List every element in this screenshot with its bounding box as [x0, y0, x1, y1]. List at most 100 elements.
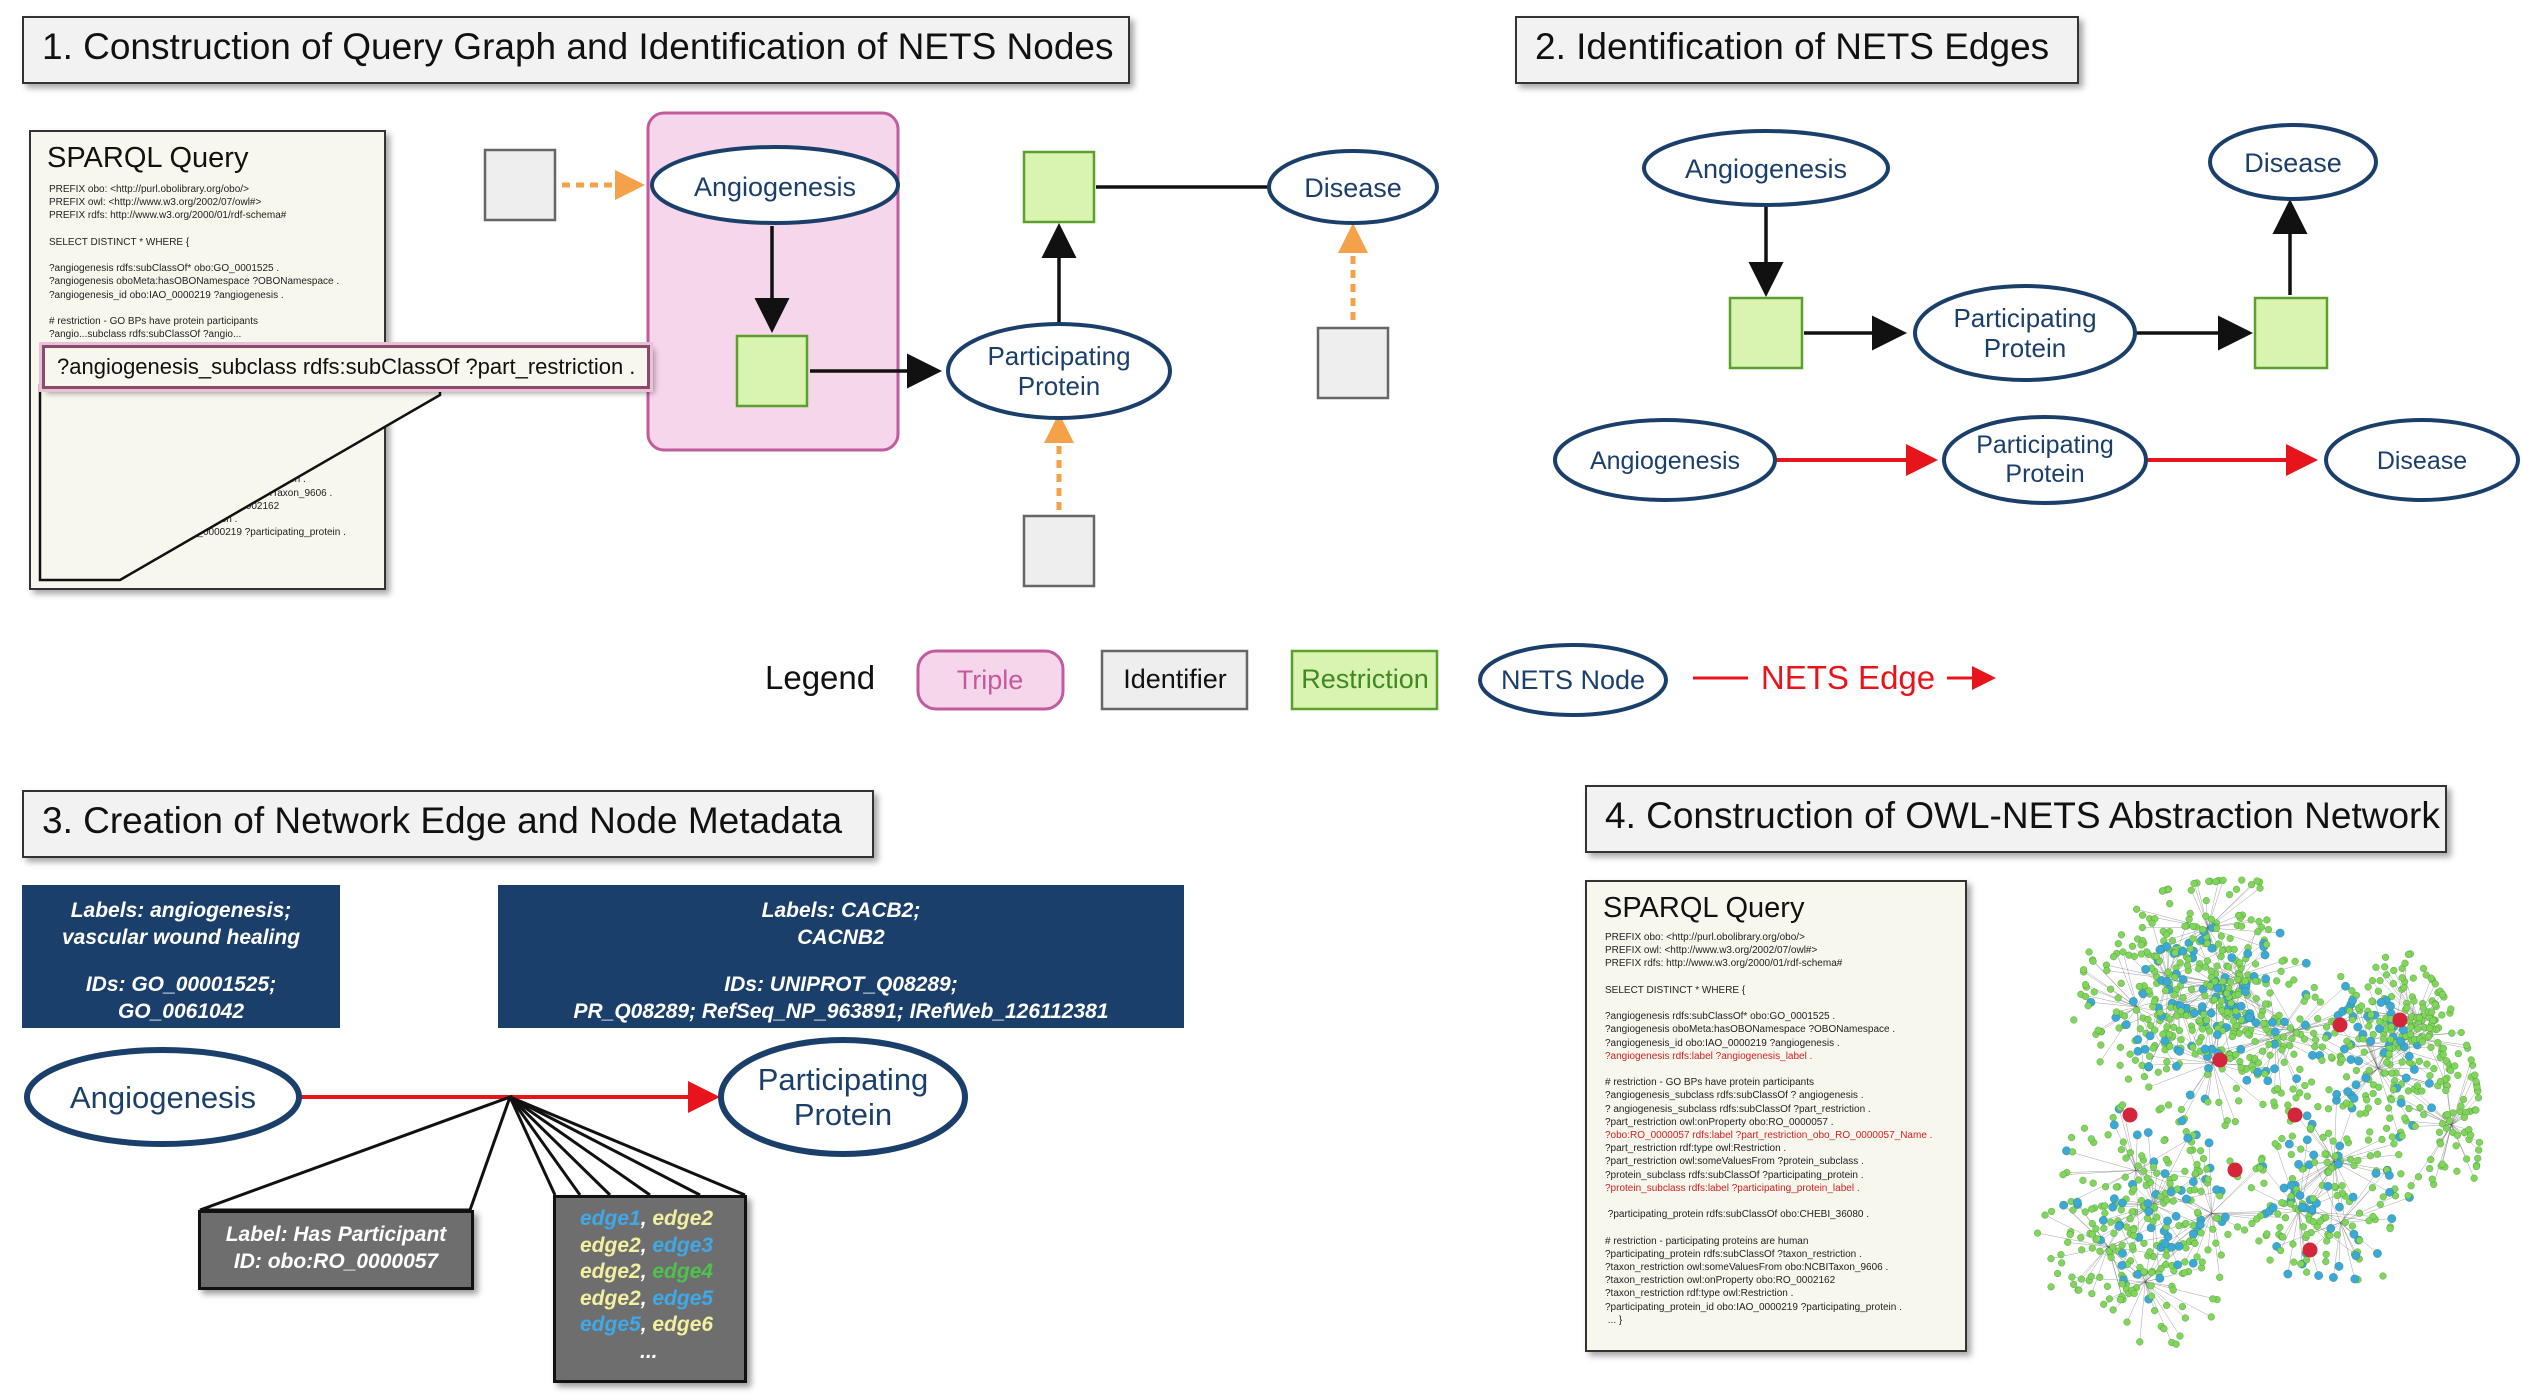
- sparql-line: ?angio...subclass rdfs:subClassOf ?angio…: [49, 329, 242, 341]
- p2-node-angiogenesis-bottom-label: Angiogenesis: [1590, 447, 1740, 475]
- sparql-line: SELECT DISTINCT * WHERE {: [49, 236, 190, 248]
- p2-node-disease-bottom: [2324, 418, 2520, 502]
- sparql-query-box-2: SPARQL Query PREFIX obo: <http://purl.ob…: [1585, 880, 1967, 1352]
- identifier-box-1: [483, 148, 557, 222]
- meta-right-labels-2: CACNB2: [797, 926, 885, 949]
- owl-nets-network: [2033, 876, 2483, 1348]
- sparql-line: ?participating_protein rdfs:subClassOf ?…: [1605, 1248, 1862, 1260]
- edge-pair-row: edge1, edge2: [580, 1207, 714, 1230]
- sparql-line: ?part_restriction owl:onProperty obo:RO_…: [1605, 1116, 1834, 1128]
- sparql-zoom-line: ?angiogenesis_subclass rdfs:subClassOf ?…: [42, 345, 651, 389]
- node-disease-p1: [1267, 149, 1439, 225]
- node-angiogenesis-p1: [650, 145, 900, 225]
- sparql-line: ?part_restriction owl:someValuesFrom ?pr…: [1605, 1156, 1864, 1168]
- legend-restriction-label: Restriction: [1301, 664, 1429, 694]
- identifier-box-2: [1316, 326, 1390, 400]
- meta-left-ids-2: GO_0061042: [117, 1000, 245, 1023]
- sparql-line: [1605, 1221, 1965, 1234]
- sparql-line: ?part_restriction rdf:type owl:Restricti…: [1605, 1143, 1787, 1155]
- node-disease-p1-label: Disease: [1304, 173, 1402, 203]
- legend-nets-node-label: NETS Node: [1501, 665, 1645, 695]
- edge-metadata-label: Label: Has Participant ID: obo:RO_000005…: [198, 1210, 474, 1290]
- sparql-line: PREFIX owl: <http://www.w3.org/2002/07/o…: [1605, 945, 1818, 957]
- sparql-line: ?angiogenesis_id obo:IAO_0000219 ?angiog…: [49, 289, 284, 301]
- edge-more: ...: [640, 1339, 658, 1363]
- p2-node-angiogenesis-top-label: Angiogenesis: [1685, 154, 1847, 184]
- legend-identifier-label: Identifier: [1123, 664, 1227, 694]
- legend-restriction-swatch: [1290, 649, 1439, 711]
- sparql-line: # restriction - participating proteins a…: [1605, 1235, 1809, 1247]
- sparql-line-added: ?protein_subclass rdfs:label ?participat…: [1605, 1182, 1860, 1194]
- p3-node-participating-protein: [718, 1037, 968, 1157]
- p2-restriction-box-2: [2253, 296, 2329, 370]
- sparql-line: [1605, 1195, 1965, 1208]
- p3-edge-fan: [508, 1095, 746, 1197]
- p2-node-participating-protein-top: [1913, 284, 2137, 382]
- legend-nets-edge-label: NETS Edge: [1761, 659, 1935, 696]
- p2-restriction-box-1: [1728, 296, 1804, 370]
- sparql-line: ?angiogenesis rdfs:subClassOf* obo:GO_00…: [49, 263, 280, 275]
- sparql-line: PREFIX rdfs: http://www.w3.org/2000/01/r…: [1605, 958, 1843, 970]
- sparql-line: ?taxon_restriction owl:someValuesFrom ob…: [1605, 1262, 1889, 1274]
- panel-1-title: 1. Construction of Query Graph and Ident…: [22, 16, 1130, 84]
- node-metadata-participating-protein: Labels: CACB2; CACNB2 IDs: UNIPROT_Q0828…: [498, 885, 1184, 1028]
- sparql-query-title: SPARQL Query: [47, 142, 249, 174]
- sparql-line: [1605, 971, 1965, 984]
- p2-node-disease-bottom-label: Disease: [2377, 447, 2467, 475]
- restriction-box-1: [735, 334, 809, 408]
- sparql-line: ?angiogenesis oboMeta:hasOBONamespace ?O…: [1605, 1024, 1896, 1036]
- panel-4-title: 4. Construction of OWL-NETS Abstraction …: [1585, 785, 2447, 853]
- sparql-line: # restriction - GO BPs have protein part…: [49, 316, 258, 328]
- sparql-line: [1605, 1063, 1965, 1076]
- legend-identifier-swatch: [1100, 649, 1249, 711]
- p2-node-angiogenesis-top: [1642, 129, 1890, 207]
- node-metadata-angiogenesis: Labels: angiogenesis; vascular wound hea…: [22, 885, 340, 1028]
- identifier-box-3: [1022, 514, 1096, 588]
- sparql-line-added: ?obo:RO_0000057 rdfs:label ?part_restric…: [1605, 1130, 1933, 1142]
- meta-left-ids-1: IDs: GO_00001525;: [85, 973, 277, 996]
- edge-pair-row: edge2, edge3: [580, 1233, 714, 1257]
- p2-node-disease-top: [2208, 123, 2378, 201]
- sparql-line: PREFIX rdfs: http://www.w3.org/2000/01/r…: [49, 210, 287, 222]
- edge-pair-row: edge5, edge6: [580, 1313, 714, 1336]
- sparql-line: ?protein_subclass rdfs:subClassOf ?parti…: [1605, 1169, 1864, 1181]
- sparql-line: ?angiogenesis_subclass rdfs:subClassOf ?…: [1605, 1090, 1864, 1102]
- edge-label-line-2: ID: obo:RO_0000057: [233, 1250, 439, 1273]
- legend-nets-node-swatch: [1478, 643, 1668, 717]
- meta-left-labels-2: vascular wound healing: [61, 926, 301, 949]
- sparql-line: PREFIX owl: <http://www.w3.org/2002/07/o…: [49, 197, 262, 209]
- legend-title: Legend: [765, 659, 875, 696]
- panel-2-title: 2. Identification of NETS Edges: [1515, 16, 2079, 84]
- zoom-callout: [38, 383, 442, 582]
- sparql-line: ?angiogenesis rdfs:subClassOf* obo:GO_00…: [1605, 1011, 1836, 1023]
- edge-pair-row: edge2, edge5: [580, 1286, 714, 1310]
- panel-3-title: 3. Creation of Network Edge and Node Met…: [22, 790, 874, 858]
- p2-node-angiogenesis-bottom: [1553, 418, 1777, 502]
- p3-node-angiogenesis-label: Angiogenesis: [70, 1080, 256, 1115]
- p3-node-angiogenesis: [24, 1047, 302, 1147]
- sparql-line-added: ?angiogenesis rdfs:label ?angiogenesis_l…: [1605, 1050, 1813, 1062]
- sparql-line: [1605, 997, 1965, 1010]
- legend-triple-swatch: [916, 649, 1065, 711]
- meta-right-ids-2: PR_Q08289; RefSeq_NP_963891; IRefWeb_126…: [573, 1000, 1109, 1023]
- sparql-line: ... }: [1605, 1314, 1623, 1326]
- sparql-line: ?angiogenesis oboMeta:hasOBONamespace ?O…: [49, 276, 340, 288]
- node-angiogenesis-p1-label: Angiogenesis: [694, 172, 856, 202]
- sparql-line: PREFIX obo: <http://purl.obolibrary.org/…: [1605, 932, 1805, 943]
- sparql-line: ?angiogenesis_id obo:IAO_0000219 ?angiog…: [1605, 1037, 1840, 1049]
- sparql-line: PREFIX obo: <http://purl.obolibrary.org/…: [49, 184, 249, 195]
- sparql-query-title-2: SPARQL Query: [1603, 892, 1805, 924]
- node-participating-protein-p1: [946, 322, 1172, 420]
- sparql-line: ?taxon_restriction owl:onProperty obo:RO…: [1605, 1275, 1836, 1287]
- edge-label-line-1: Label: Has Participant: [225, 1223, 447, 1246]
- legend-triple-label: Triple: [957, 665, 1024, 695]
- meta-right-ids-1: IDs: UNIPROT_Q08289;: [724, 973, 958, 996]
- network-edges: [2037, 880, 2480, 1343]
- sparql-line: SELECT DISTINCT * WHERE {: [1605, 984, 1746, 996]
